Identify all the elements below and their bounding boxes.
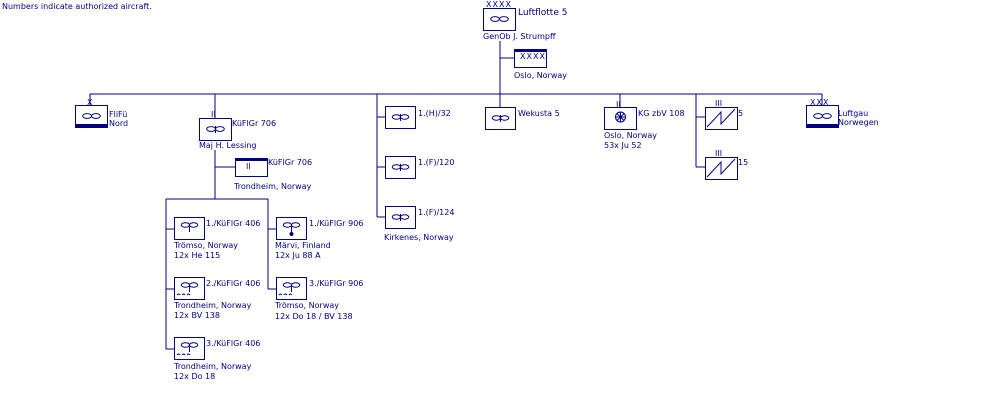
flifu-symbol [75,105,108,128]
k3-406-ac: 12x Do 18 [174,372,216,381]
reg15-rank: III [715,149,723,158]
kgzbv-name: KG zbV 108 [638,109,685,118]
k2-406-name: 2./KüFlGr 406 [206,279,261,288]
kufl706-hq-rank: II [246,162,251,171]
luftgau-symbol [806,105,839,128]
f124-name: 1.(F)/124 [418,208,455,217]
flifu-rank: X [87,98,93,107]
hq-name: Luftflotte 5 [518,8,568,18]
hq-location: Oslo, Norway [514,71,568,80]
kufl706-hq-name: KüFlGr 706 [268,158,313,167]
reg5-symbol [705,107,738,130]
hq-symbol [483,8,516,31]
k1-906-loc: Märvi, Finland [275,241,331,250]
h32-name: 1.(H)/32 [418,109,451,118]
wekusta-name: Wekusta 5 [518,109,560,118]
kufl706-commander: Maj H. Lessing [199,141,257,150]
k1-406-name: 1./KüFlGr 406 [206,219,261,228]
h32-symbol [385,106,416,129]
hq-box-label: XXXX [520,52,546,61]
k3-906-symbol [276,277,307,300]
f124-symbol [385,206,416,229]
k2-406-symbol [174,277,205,300]
kgzbv-symbol [604,107,637,130]
k1-406-symbol [174,217,205,240]
reg5-name: 5 [738,109,744,118]
k2-406-ac: 12x BV 138 [174,311,220,320]
f120-symbol [385,156,416,179]
legend-note: Numbers indicate authorized aircraft. [2,2,152,11]
kgzbv-rank: II [616,100,621,109]
k2-406-loc: Trondheim, Norway [174,301,252,310]
flifu-name: FliFü Nord [109,110,129,128]
k3-906-name: 3./KüFlGr 906 [309,279,364,288]
f120-name: 1.(F)/120 [418,158,455,167]
unit-symbols [75,8,839,360]
k1-406-loc: Trömso, Norway [174,241,239,250]
hq-location-box [514,49,547,68]
reg5-rank: III [715,99,723,108]
kufl706-hq-box [235,158,268,177]
k1-406-ac: 12x He 115 [174,251,221,260]
k3-406-loc: Trondheim, Norway [174,362,252,371]
k1-906-symbol [276,217,307,240]
k3-906-loc: Trömso, Norway [275,301,340,310]
wekusta-symbol [485,107,516,130]
kufl706-symbol [199,118,232,141]
k1-906-name: 1./KüFlGr 906 [309,219,364,228]
hq-rank-mark: XXXX [486,0,512,9]
k3-406-symbol [174,337,205,360]
reg15-name: 15 [738,158,749,167]
k3-906-ac: 12x Do 18 / BV 138 [275,312,353,321]
kufl706-hq-location: Trondheim, Norway [234,182,312,191]
f124-loc: Kirkenes, Norway [384,233,454,242]
luftgau-rank: XXX [810,98,830,107]
hq-commander: GenOb J. Strumpff [483,32,556,41]
k3-406-name: 3./KüFlGr 406 [206,339,261,348]
kufl706-rank: II [211,110,216,119]
kufl706-name: KüFlGr 706 [232,119,277,128]
luftgau-name: Luftgau Norwegen [838,109,879,127]
kgzbv-loc: Oslo, Norway [604,131,658,140]
connector-lines [89,41,823,350]
reg15-symbol [705,157,738,180]
k1-906-ac: 12x Ju 88 A [275,251,321,260]
kgzbv-ac: 53x Ju 52 [604,141,642,150]
